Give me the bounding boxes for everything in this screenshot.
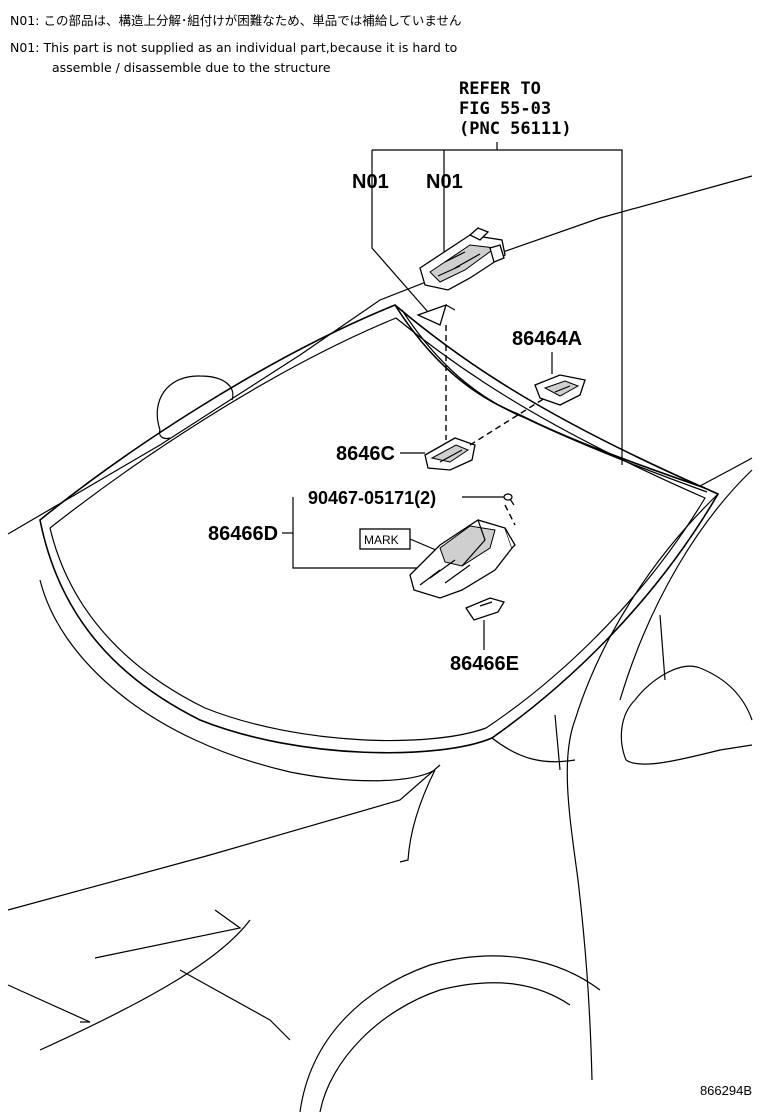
part-86466E-plate bbox=[465, 597, 505, 621]
leader-86466D bbox=[292, 497, 420, 569]
label-8646C: 8646C bbox=[336, 443, 395, 465]
refer-line3: (PNC 56111) bbox=[459, 119, 572, 139]
part-8646C-bracket bbox=[424, 437, 476, 471]
refer-line2: FIG 55-03 bbox=[459, 99, 551, 119]
label-86464A: 86464A bbox=[512, 328, 582, 350]
sensor-bracket-assembly bbox=[419, 227, 506, 291]
assembly-line-screw bbox=[504, 504, 516, 526]
refer-line1: REFER TO bbox=[459, 79, 541, 99]
refer-leader-lines bbox=[371, 142, 623, 465]
triangle-clip bbox=[416, 303, 456, 326]
label-n01-left: N01 bbox=[352, 171, 389, 193]
note-en-line1: N01: This part is not supplied as an ind… bbox=[10, 40, 458, 55]
part-86464A-bracket bbox=[534, 374, 586, 406]
note-jp: N01: この部品は、構造上分解･組付けが困難なため、単品では補給していません bbox=[10, 13, 462, 28]
label-90467-05171: 90467-05171(2) bbox=[308, 488, 436, 508]
part-86466D-cover bbox=[409, 519, 516, 599]
note-en-line2: assemble / disassemble due to the struct… bbox=[52, 60, 331, 75]
label-86466E: 86466E bbox=[450, 653, 519, 675]
label-mark: MARK bbox=[364, 533, 399, 547]
screw-icon bbox=[503, 493, 515, 506]
car-body-outline bbox=[7, 175, 753, 1112]
assembly-line-86464A bbox=[469, 397, 546, 446]
figure-code: 866294B bbox=[700, 1083, 752, 1098]
header-trim-strip bbox=[394, 304, 708, 493]
label-86466D: 86466D bbox=[208, 523, 278, 545]
label-n01-right: N01 bbox=[426, 171, 463, 193]
